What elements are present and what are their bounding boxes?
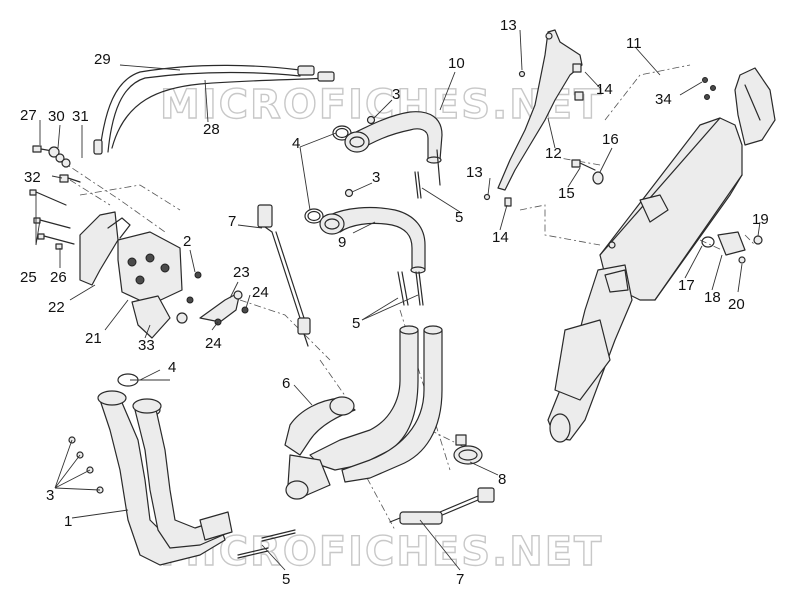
callout-24b: 24 [205,335,222,352]
callout-8: 8 [498,471,506,488]
callout-4a: 4 [292,135,300,152]
callout-7a: 7 [228,213,236,230]
callout-16: 16 [602,131,619,148]
header-pipe-9 [319,206,426,274]
callout-20: 20 [728,296,745,313]
exhaust-valve-actuator [79,211,188,339]
lambda-sensor-upper [257,204,311,347]
callout-23: 23 [233,264,250,281]
callout-3c: 3 [46,487,54,504]
watermark-bottom: MICROFICHES.NET [160,529,603,575]
callout-34: 34 [655,91,672,108]
callout-labels: 29 28 27 30 31 32 25 26 22 21 33 2 23 24… [20,17,769,588]
callout-26: 26 [50,269,67,286]
callout-13b: 13 [466,164,483,181]
silencer-11 [599,67,776,301]
callout-33: 33 [138,337,155,354]
callout-11: 11 [626,35,642,52]
callout-28: 28 [203,121,220,138]
leader-lines [35,29,761,571]
callout-12: 12 [545,145,562,162]
hanger-17-20 [701,231,763,264]
callout-24a: 24 [252,284,269,301]
callout-29: 29 [94,51,111,68]
callout-9: 9 [338,234,346,251]
bracket-12 [483,29,584,207]
assembly-lines [59,64,756,531]
callout-18: 18 [704,289,721,306]
lambda-sensor-lower [389,487,495,525]
callout-15: 15 [558,185,575,202]
callout-14b: 14 [492,229,509,246]
bolts-27-32 [29,145,81,250]
header-pipe-10 [344,111,443,186]
callout-1: 1 [64,513,72,530]
callout-5a: 5 [455,209,463,226]
callout-4b: 4 [168,359,176,376]
collector-6 [284,325,443,500]
headers-1 [68,390,233,566]
callout-22: 22 [48,299,65,316]
callout-17: 17 [678,277,695,294]
callout-31: 31 [72,108,89,125]
callout-3b: 3 [372,169,380,186]
callout-3a: 3 [392,86,400,103]
callout-14a: 14 [596,81,613,98]
mid-pipe-catalyst [547,264,633,443]
callout-25: 25 [20,269,37,286]
callout-21: 21 [85,330,102,347]
callout-10: 10 [448,55,465,72]
callout-6: 6 [282,375,290,392]
callout-5c: 5 [282,571,290,588]
bolt-15-16 [571,159,604,185]
callout-30: 30 [48,108,65,125]
callout-2: 2 [183,233,191,250]
bracket-23 [186,271,249,326]
clamp-8 [453,434,483,465]
callout-7b: 7 [456,571,464,588]
callout-27: 27 [20,107,37,124]
callout-19: 19 [752,211,769,228]
cable-29-28 [93,64,335,155]
callout-5b: 5 [352,315,360,332]
callout-32: 32 [24,169,41,186]
callout-13a: 13 [500,17,517,34]
